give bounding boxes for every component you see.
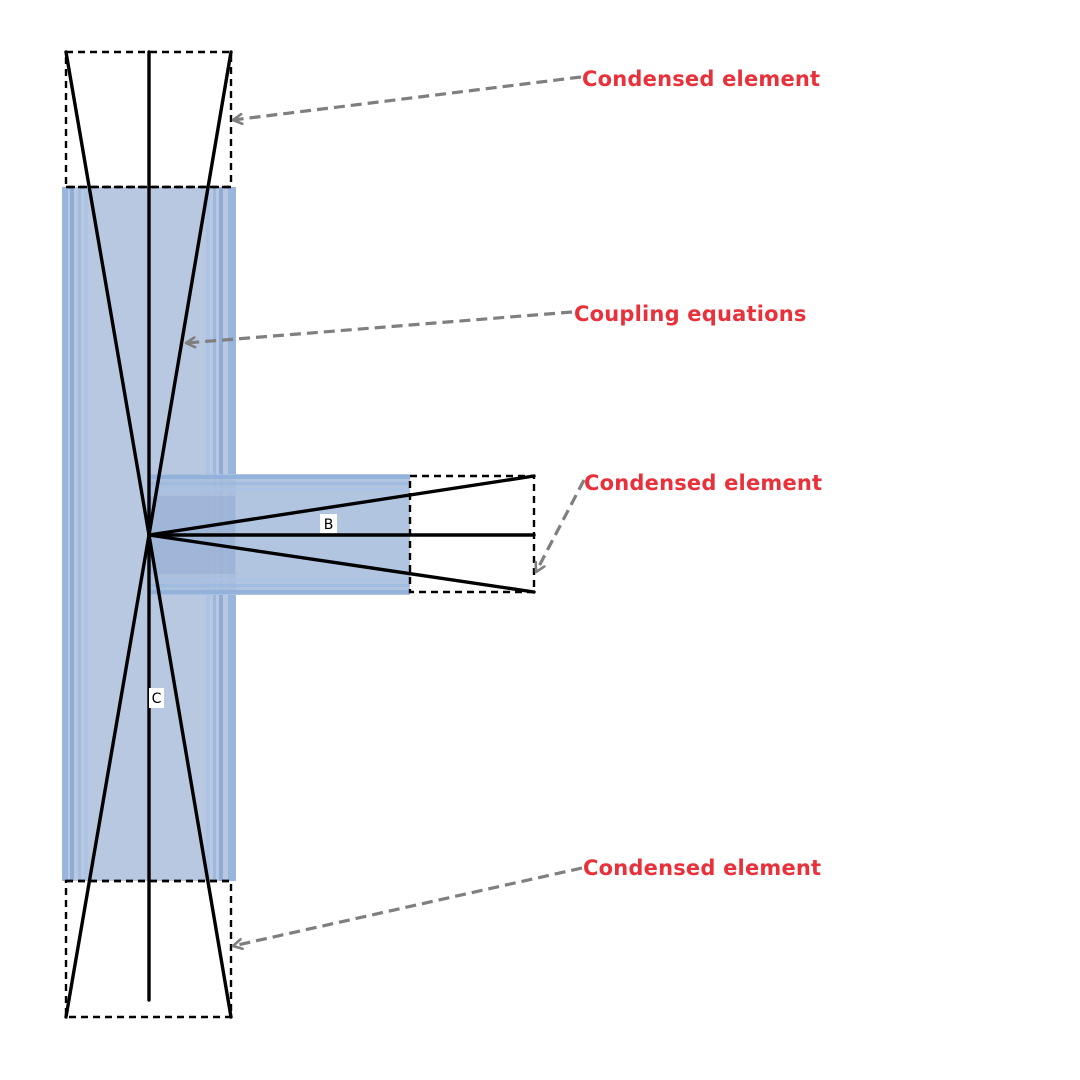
coupling-leader-arrow [186,310,573,343]
coupling-equations-label: Coupling equations [574,302,807,326]
coupling-line-bottom-left [64,533,151,1019]
coupling-line-top-right [147,50,233,537]
coupling-line-beam-top [147,474,536,537]
top-condensed-leader-arrow [233,75,582,120]
top-condensed-element-label: Condensed element [582,67,820,91]
right-condensed-element-label: Condensed element [584,471,822,495]
bottom-condensed-element-box [64,879,233,1019]
column-label-text: C [152,691,162,707]
right-condensed-leader-arrow [536,479,586,572]
coupling-line-bottom-right [147,533,233,1019]
beam-label-text: B [324,517,334,533]
bottom-condensed-leader-arrow [233,866,583,946]
coupling-line-beam-bottom [147,533,536,594]
column-label: C [149,688,164,708]
coupling-line-top-left [64,50,151,537]
bottom-condensed-element-label: Condensed element [583,856,821,880]
top-condensed-element-box [64,50,233,189]
beam-label: B [320,514,337,533]
